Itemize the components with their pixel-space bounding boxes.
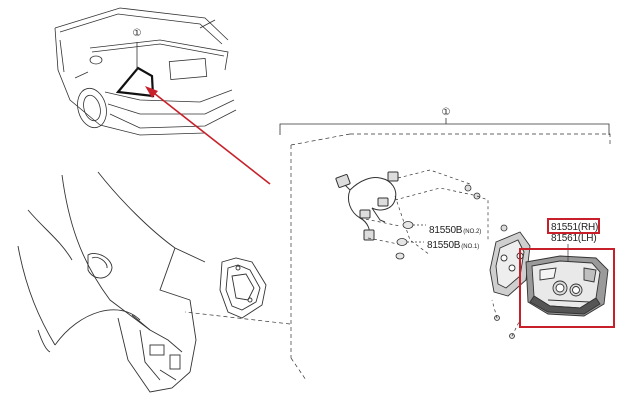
callout-assembly: ① — [441, 107, 451, 118]
label-lamp-rh: 81551(RH) — [551, 222, 599, 233]
red-pointer-arrow — [145, 86, 271, 185]
part-number: 81550B — [429, 225, 463, 236]
bulb-spare — [395, 252, 405, 260]
assembly-outline — [290, 133, 611, 381]
part-note: (NO.2) — [463, 229, 482, 235]
highlight-part-number — [547, 218, 600, 234]
tail-lamp-assembly — [525, 255, 609, 317]
assembly-group-bracket — [279, 118, 610, 135]
projection-line — [184, 311, 291, 325]
screws — [464, 184, 515, 339]
bulb-no1 — [396, 238, 424, 246]
screw-leaders — [476, 195, 521, 337]
label-socket-no2: 81550B(NO.2) — [429, 221, 481, 237]
label-lamp-lh: 81561(LH) — [551, 233, 597, 244]
part-number: 81550B — [427, 240, 461, 251]
harness-leaders — [359, 169, 479, 256]
tail-lamp-outline — [115, 66, 155, 98]
bulb-no2 — [402, 221, 426, 229]
lamp-gasket — [219, 257, 267, 319]
part-note: (NO.1) — [461, 244, 480, 250]
car-rear-view — [54, 7, 237, 136]
highlight-tail-lamp — [519, 248, 615, 328]
callout-car: ① — [132, 28, 142, 39]
label-socket-no1: 81550B(NO.1) — [427, 236, 479, 252]
wire-harness — [335, 171, 399, 241]
quarter-panel — [17, 171, 206, 393]
